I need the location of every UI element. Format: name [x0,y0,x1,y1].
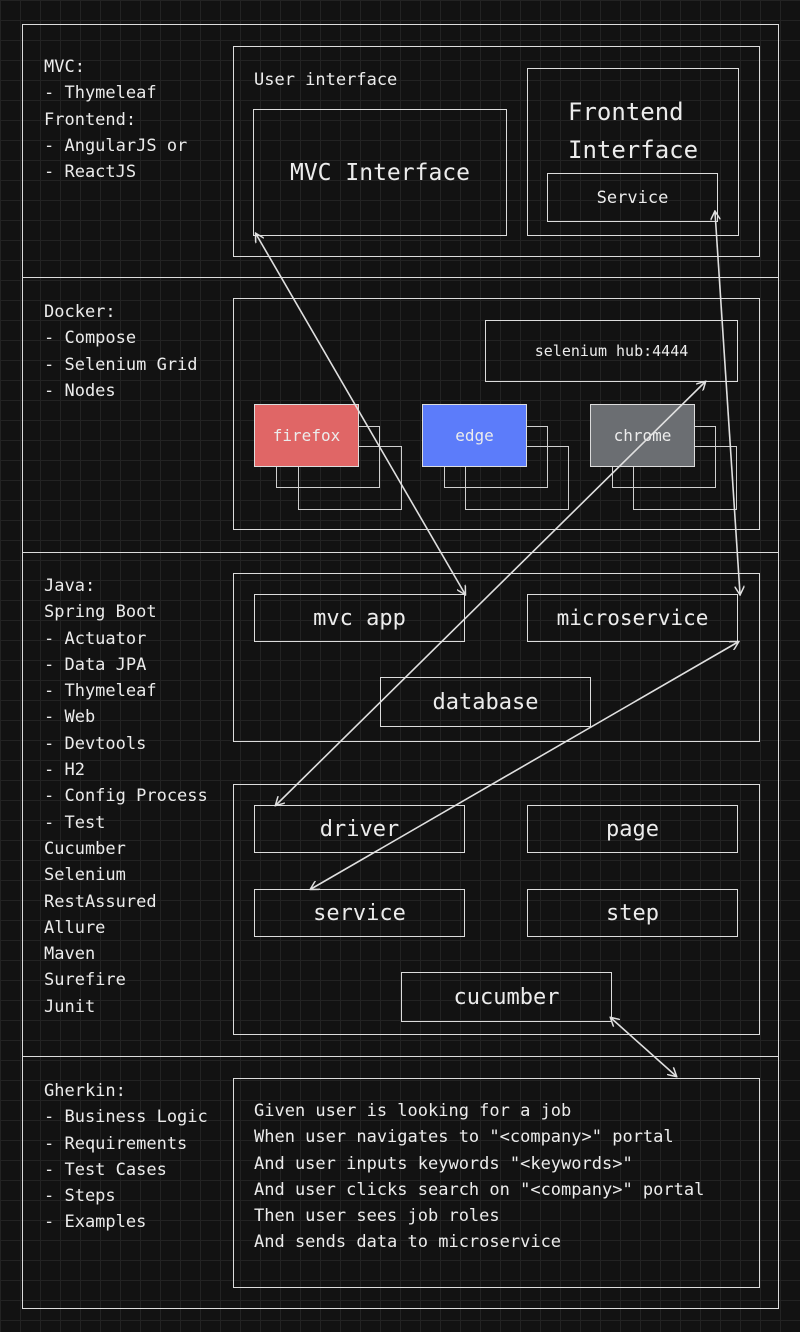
docker-note: - Selenium Grid [44,354,198,375]
docker-note: Docker: [44,302,116,322]
java-note: Junit [44,996,96,1017]
java-note: - Data JPA [44,654,147,675]
user-interface-label: User interface [254,70,398,90]
mvc-notes: MVC: - Thymeleaf Frontend: - AngularJS o… [44,54,187,185]
gherkin-note: - Requirements [44,1133,188,1154]
docker-notes: Docker: - Compose - Selenium Grid - Node… [44,299,198,404]
mvc-note: MVC: [44,57,85,77]
java-note: - Config Process [44,786,208,807]
java-note: Java: [44,576,96,596]
user-interface-box [233,46,760,257]
java-note: Maven [44,944,96,965]
frontend-service-box: Service [547,173,718,222]
gherkin-note: - Business Logic [44,1107,208,1128]
gherkin-note: - Steps [44,1186,116,1207]
test-service-box: service [254,889,465,937]
scenario-line: Given user is looking for a job [254,1101,572,1121]
mvc-note: - AngularJS or [44,135,188,156]
arrow-service-to-microservice [715,212,740,594]
mvc-note: Frontend: [44,109,137,130]
java-note: Spring Boot [44,602,157,623]
section-gherkin [22,1056,779,1309]
arrow-cucumber-to-scenario [611,1018,676,1076]
gherkin-note: - Examples [44,1212,147,1233]
gherkin-notes: Gherkin: - Business Logic - Requirements… [44,1078,208,1236]
java-note: RestAssured [44,891,157,912]
scenario-line: When user navigates to "<company>" porta… [254,1127,674,1148]
scenario-box [233,1078,760,1288]
step-label: step [606,900,659,926]
java-note: - Web [44,707,96,728]
java-note: - Test [44,812,106,833]
java-note: Selenium [44,865,126,886]
frontend-service-label: Service [596,187,669,208]
test-service-label: service [313,900,406,926]
docker-note: - Compose [44,328,137,349]
cucumber-box: cucumber [401,972,612,1022]
gherkin-note: - Test Cases [44,1159,167,1180]
java-note: - Devtools [44,733,147,754]
scenario-text: Given user is looking for a job When use… [254,1098,704,1256]
cucumber-label: cucumber [453,984,560,1010]
mvc-note: - Thymeleaf [44,83,157,104]
frontend-interface-box [527,68,739,236]
arrow-hub-to-driver [276,382,705,805]
mvc-note: - ReactJS [44,162,137,183]
java-note: - H2 [44,760,85,781]
java-note: - Thymeleaf [44,681,157,702]
selenium-hub-label: selenium hub:4444 [534,342,689,360]
arrow-mvc-interface-to-mvc-app [256,234,465,594]
scenario-line: And user clicks search on "<company>" po… [254,1179,705,1200]
java-note: - Actuator [44,628,147,649]
java-note: Surefire [44,970,126,991]
docker-note: - Nodes [44,380,116,401]
frontend-interface-label: Frontend Interface [568,98,699,164]
mvc-interface-label: MVC Interface [289,159,470,186]
java-note: Cucumber [44,838,126,859]
arrow-microservice-to-service [311,642,738,889]
scenario-line: Then user sees job roles [254,1206,500,1227]
java-note: Allure [44,917,106,938]
gherkin-note: Gherkin: [44,1081,126,1101]
scenario-line: And sends data to microservice [254,1232,562,1253]
scenario-line: And user inputs keywords "<keywords>" [254,1153,633,1174]
java-notes: Java: Spring Boot - Actuator - Data JPA … [44,573,208,1020]
